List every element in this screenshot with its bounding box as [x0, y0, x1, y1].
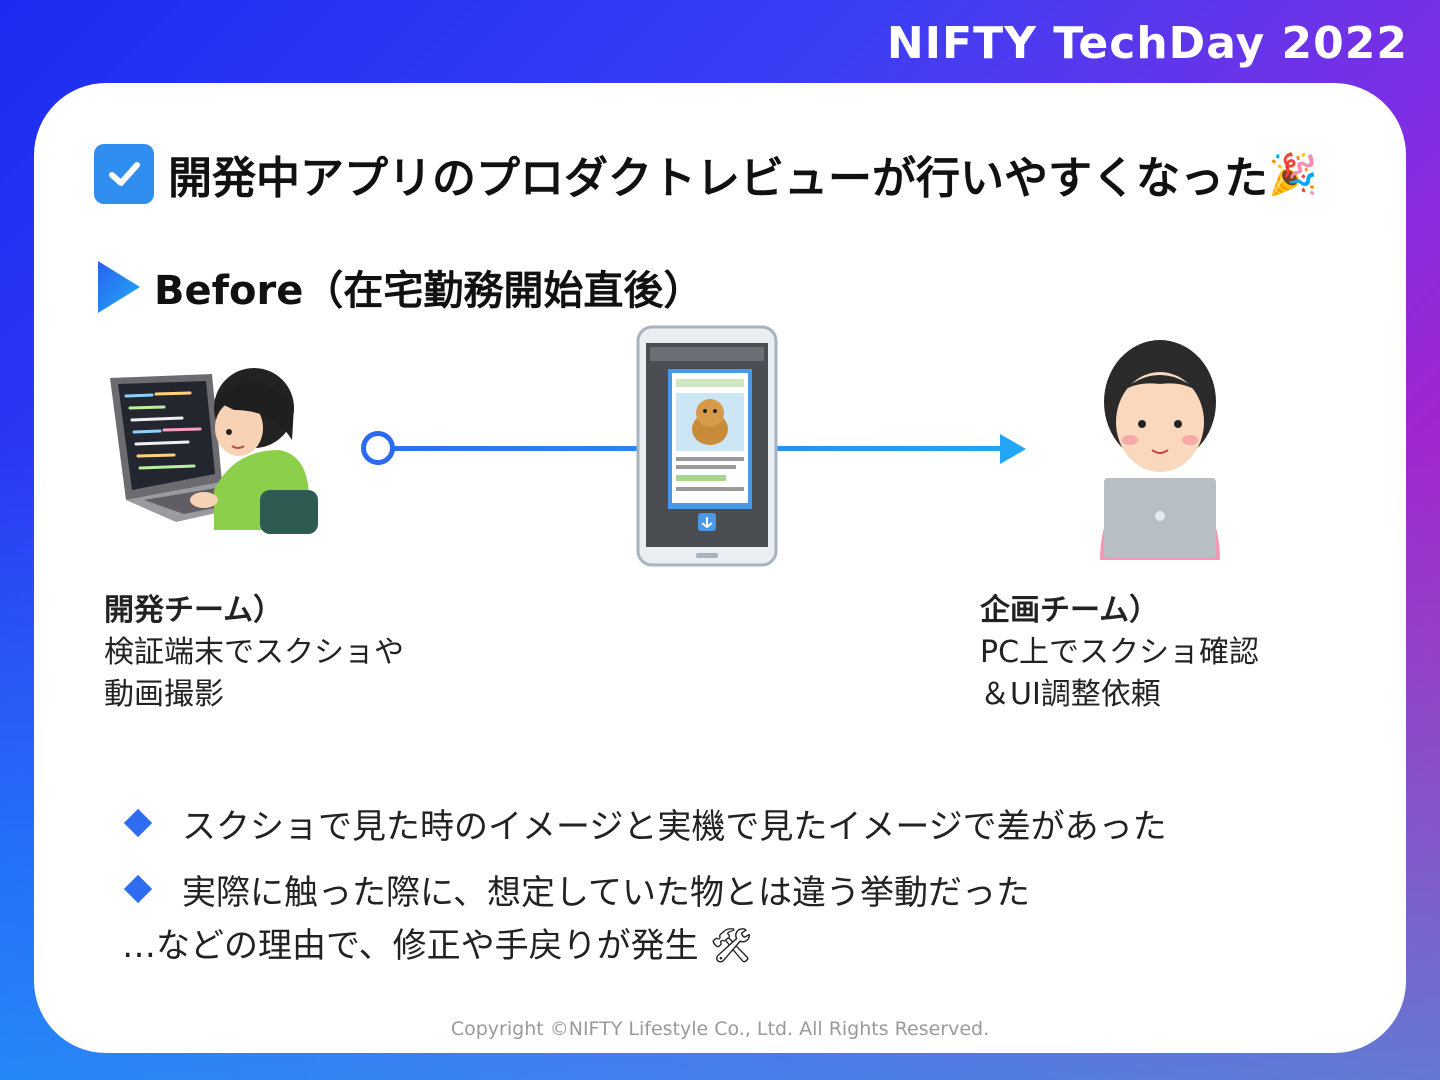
plan-team-name: 企画チーム）	[980, 593, 1160, 628]
checkbox-icon	[94, 144, 154, 204]
section-subtitle: Before（在宅勤務開始直後）	[154, 268, 704, 314]
developer-illustration	[110, 368, 318, 534]
planner-illustration	[1100, 340, 1220, 560]
dev-team-desc-2: 動画撮影	[104, 677, 224, 712]
plan-team-desc-2: ＆UI調整依頼	[980, 677, 1161, 712]
flow-start-circle	[361, 431, 395, 465]
diamond-bullet-icon	[123, 874, 153, 904]
party-popper-icon: 🎉	[1268, 151, 1318, 198]
plan-team-label: 企画チーム） PC上でスクショ確認 ＆UI調整依頼	[980, 590, 1259, 716]
dev-team-desc-1: 検証端末でスクショや	[104, 635, 404, 670]
slide-title: 開発中アプリのプロダクトレビューが行いやすくなった	[168, 153, 1268, 204]
plan-team-desc-1: PC上でスクショ確認	[980, 635, 1260, 670]
issue-list: スクショで見た時のイメージと実機で見たイメージで差があった 実際に触った際に、想…	[122, 790, 1167, 922]
list-item: 実際に触った際に、想定していた物とは違う挙動だった	[122, 856, 1167, 922]
title-row: 開発中アプリのプロダクトレビューが行いやすくなった 🎉	[94, 142, 1318, 206]
conclusion-text: …などの理由で、修正や手戻りが発生 🛠	[122, 926, 753, 966]
dev-team-label: 開発チーム） 検証端末でスクショや 動画撮影	[104, 590, 404, 716]
flow-arrowhead-icon	[1000, 434, 1026, 464]
tools-icon: 🛠	[709, 926, 753, 966]
dev-team-name: 開発チーム）	[104, 593, 284, 628]
section-heading: Before（在宅勤務開始直後）	[98, 258, 703, 316]
list-item: スクショで見た時のイメージと実機で見たイメージで差があった	[122, 790, 1167, 856]
brand-logo: NIFTY TechDay 2022	[886, 18, 1408, 69]
diamond-bullet-icon	[123, 808, 153, 838]
smartphone-screenshot-icon	[636, 325, 778, 567]
play-triangle-icon	[98, 261, 140, 313]
copyright-footer: Copyright ©NIFTY Lifestyle Co., Ltd. All…	[450, 1018, 990, 1040]
slide-card	[34, 83, 1406, 1053]
